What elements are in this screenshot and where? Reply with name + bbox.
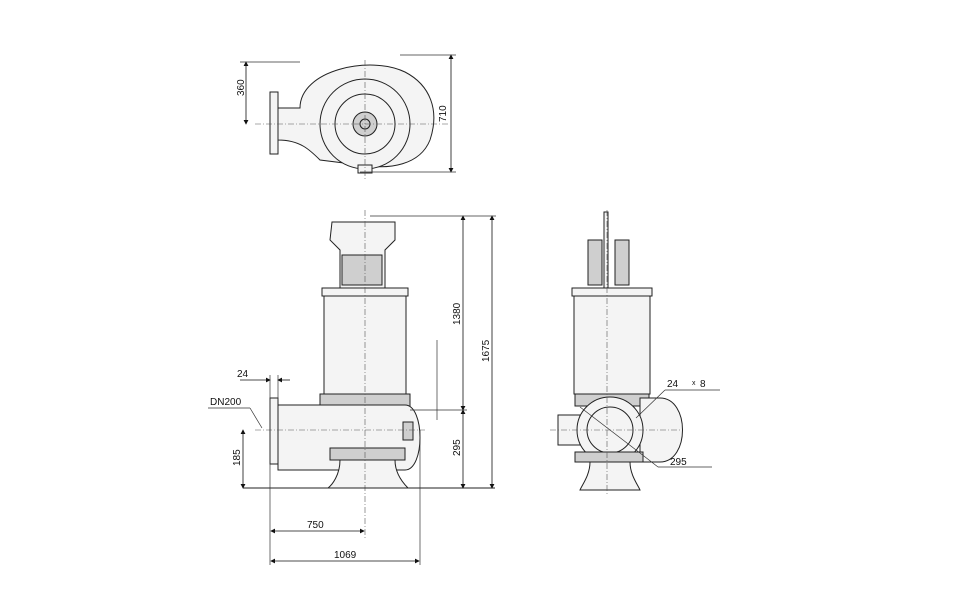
dim-185: 185 xyxy=(232,449,243,466)
cable-gland xyxy=(614,239,630,286)
pipe-end-cap xyxy=(402,421,414,441)
dim-295-bolt-circle: 295 xyxy=(670,457,687,468)
side-motor-top-rim xyxy=(571,287,653,297)
side-pump-base xyxy=(579,461,641,491)
dim-dn200: DN200 xyxy=(210,397,242,408)
dim-1380: 1380 xyxy=(452,302,463,325)
front-view: 24 DN200 185 1380 1675 295 750 1069 xyxy=(208,210,496,565)
dim-710: 710 xyxy=(438,105,449,122)
discharge-flange xyxy=(269,397,279,465)
dim-360: 360 xyxy=(236,79,247,96)
dim-295: 295 xyxy=(452,439,463,456)
motor-top-cover xyxy=(341,254,383,286)
dim-24-bolt: 24 xyxy=(667,379,679,390)
lifting-bracket xyxy=(603,211,609,293)
leader-line xyxy=(639,452,659,468)
leader-line xyxy=(579,406,641,454)
times-symbol: x xyxy=(692,380,696,387)
cable-gland xyxy=(587,239,603,286)
dim-24-flange: 24 xyxy=(237,369,249,380)
dim-1675: 1675 xyxy=(481,339,492,362)
top-flange xyxy=(269,91,279,155)
dim-8-bolts: 8 xyxy=(700,379,706,390)
top-view: 360 710 xyxy=(236,54,456,180)
side-motor-housing xyxy=(573,295,651,395)
leader-line xyxy=(249,407,263,429)
leader-line xyxy=(635,389,666,419)
side-base-flange xyxy=(574,451,644,463)
dim-750: 750 xyxy=(307,520,324,531)
side-view: 24 x 8 295 xyxy=(550,210,720,495)
dim-1069: 1069 xyxy=(334,550,357,561)
base-flange xyxy=(329,447,406,461)
